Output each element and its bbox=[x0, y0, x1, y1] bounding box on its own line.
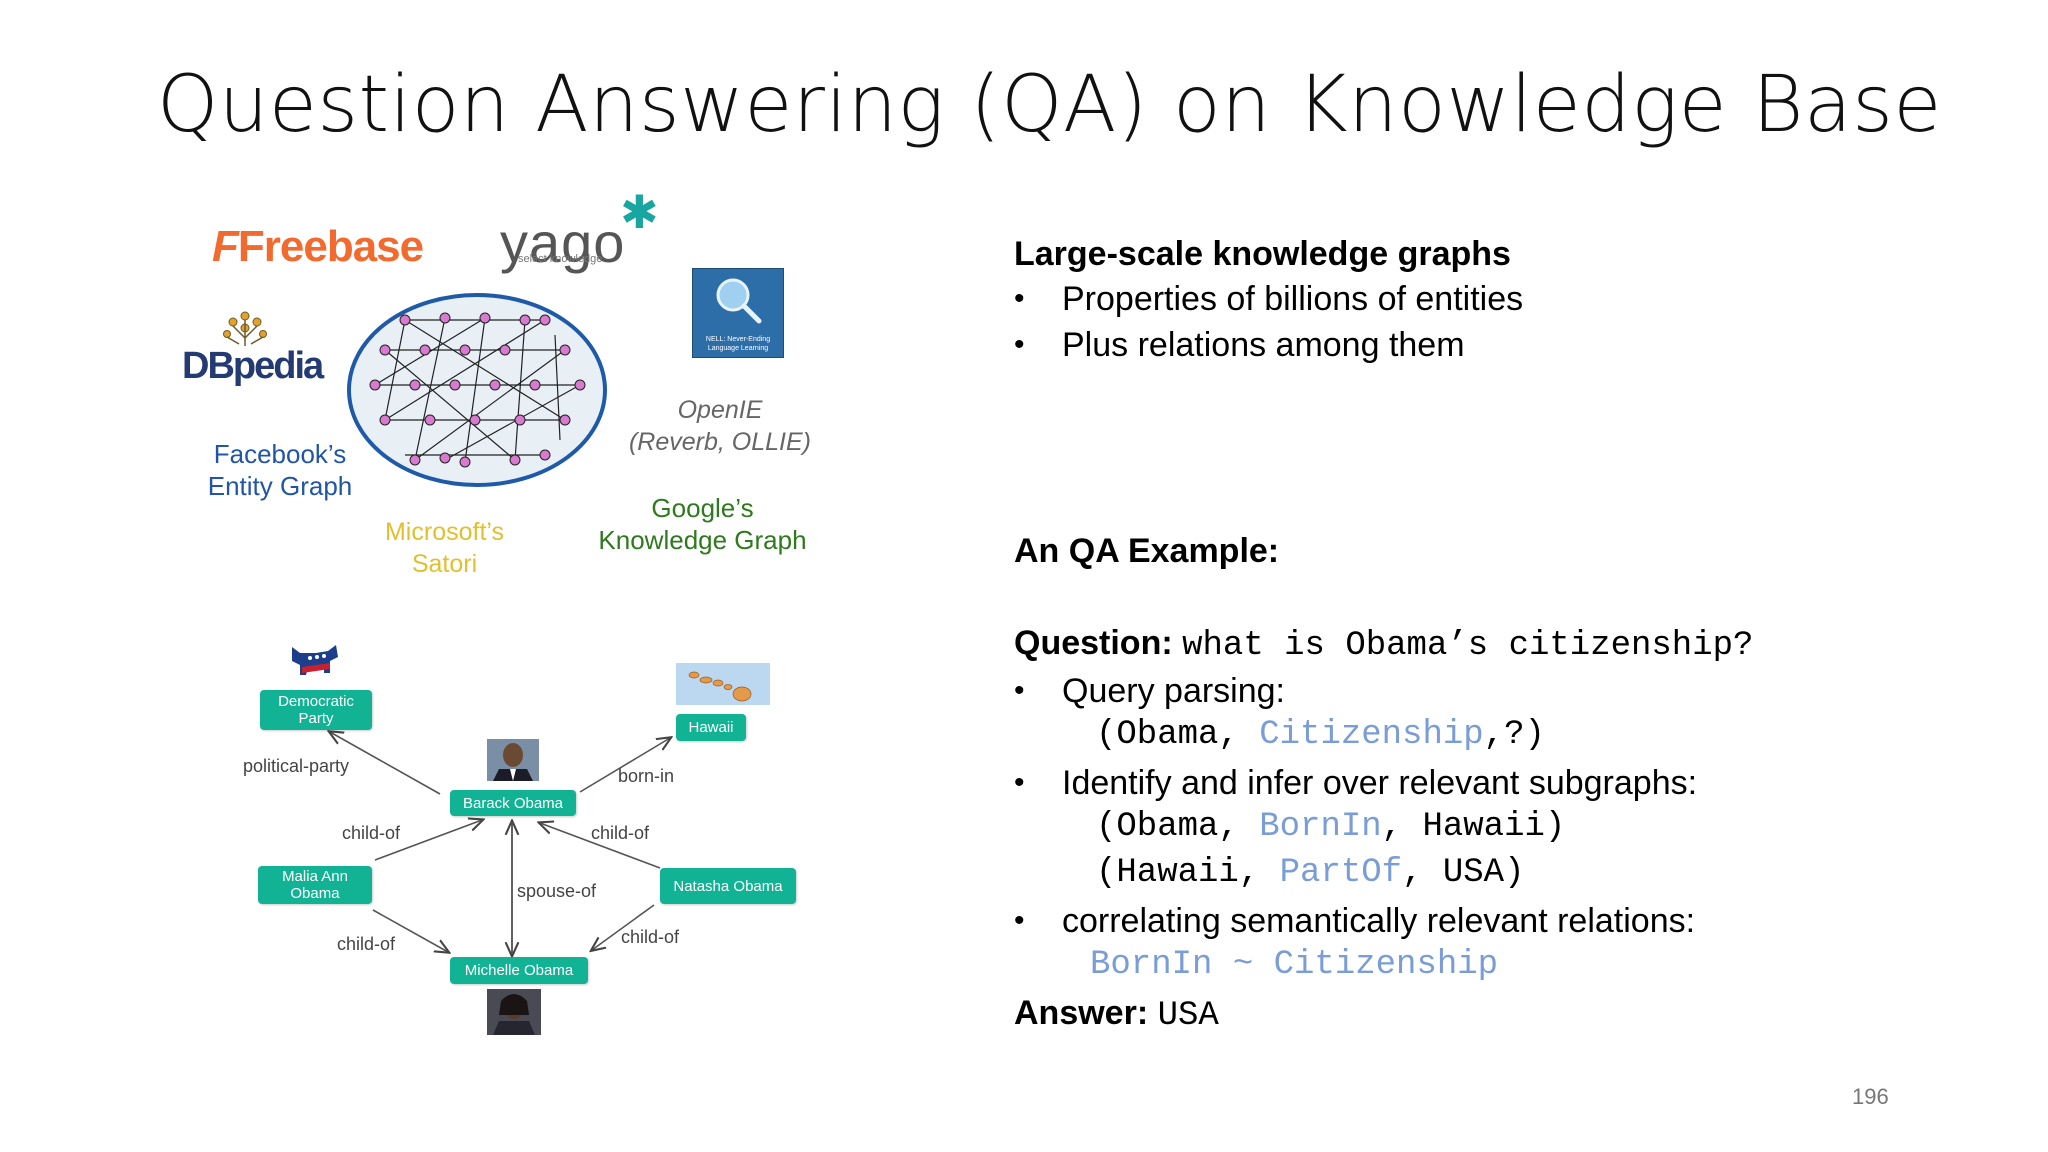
michelle-obama-photo bbox=[487, 989, 541, 1035]
edge-label-child-of: child-of bbox=[342, 823, 401, 843]
answer-line: Answer: USA bbox=[1014, 994, 1219, 1035]
bullet-marker: • bbox=[1014, 674, 1025, 707]
relation-bornin: BornIn bbox=[1259, 808, 1382, 846]
google-knowledge-graph-label: Google’s Knowledge Graph bbox=[598, 493, 807, 555]
node-natasha-obama: Natasha Obama bbox=[660, 868, 796, 904]
bullet-marker: • bbox=[1014, 904, 1025, 937]
correlate-bullet: correlating semantically relevant relati… bbox=[1062, 902, 1696, 940]
edge-label-born-in: born-in bbox=[618, 766, 675, 786]
node-barack-obama: Barack Obama bbox=[450, 790, 576, 816]
yago-tagline: select knowledge bbox=[518, 253, 603, 265]
freebase-logo: FFreebase bbox=[212, 222, 424, 271]
bullet-marker: • bbox=[1014, 328, 1025, 361]
openie-label: OpenIE (Reverb, OLLIE) bbox=[628, 396, 811, 456]
triple-1: (Obama, BornIn, Hawaii) bbox=[1096, 808, 1566, 846]
qa-heading: An QA Example: bbox=[1014, 532, 1280, 570]
relation-citizenship: Citizenship bbox=[1259, 716, 1484, 754]
edge-label-child-of: child-of bbox=[621, 927, 680, 947]
query-triple: (Obama, Citizenship,?) bbox=[1096, 716, 1545, 754]
nell-caption: NELL: Never-Ending Language Learning bbox=[705, 336, 771, 352]
hawaii-map-icon bbox=[676, 663, 770, 705]
edge-label-political-party: political-party bbox=[243, 756, 350, 776]
democratic-donkey-icon bbox=[292, 645, 338, 675]
dbpedia-icon bbox=[223, 311, 267, 346]
slide-title: Question Answering (QA) on Knowledge Bas… bbox=[157, 60, 1942, 150]
relation-partof: PartOf bbox=[1279, 854, 1403, 892]
bullet-marker: • bbox=[1014, 282, 1025, 315]
page-number: 196 bbox=[1852, 1084, 1889, 1109]
nell-logo: NELL: Never-Ending Language Learning bbox=[692, 268, 784, 358]
edge-label-child-of: child-of bbox=[591, 823, 650, 843]
bullet-marker: • bbox=[1014, 766, 1025, 799]
query-parsing-bullet: Query parsing: bbox=[1062, 672, 1285, 710]
infer-bullet: Identify and infer over relevant subgrap… bbox=[1062, 764, 1698, 802]
edge-label-child-of: child-of bbox=[337, 934, 396, 954]
yago-star-icon: ✱ bbox=[620, 186, 659, 238]
edge-label-spouse-of: spouse-of bbox=[517, 881, 597, 901]
magnifier-icon bbox=[716, 278, 762, 324]
question-line: Question: what is Obama’s citizenship? bbox=[1014, 624, 1754, 665]
yago-logo: yago bbox=[500, 211, 626, 274]
dbpedia-logo: DBpedia bbox=[182, 345, 324, 387]
kg-bullet: Plus relations among them bbox=[1062, 326, 1465, 364]
microsoft-satori-label: Microsoft’s Satori bbox=[384, 518, 504, 578]
node-michelle-obama: Michelle Obama bbox=[450, 957, 588, 984]
correlated-relations: BornIn ~ Citizenship bbox=[1090, 946, 1499, 984]
question-text: what is Obama’s citizenship? bbox=[1182, 627, 1754, 665]
node-hawaii: Hawaii bbox=[676, 714, 746, 741]
facebook-entity-graph-label: Facebook’s Entity Graph bbox=[207, 439, 353, 501]
answer-text: USA bbox=[1157, 997, 1219, 1035]
triple-2: (Hawaii, PartOf, USA) bbox=[1096, 854, 1525, 892]
barack-obama-photo bbox=[487, 739, 539, 781]
knowledge-graph-illustration bbox=[347, 293, 607, 487]
kg-bullet: Properties of billions of entities bbox=[1062, 280, 1524, 318]
kg-heading: Large-scale knowledge graphs bbox=[1014, 235, 1511, 273]
